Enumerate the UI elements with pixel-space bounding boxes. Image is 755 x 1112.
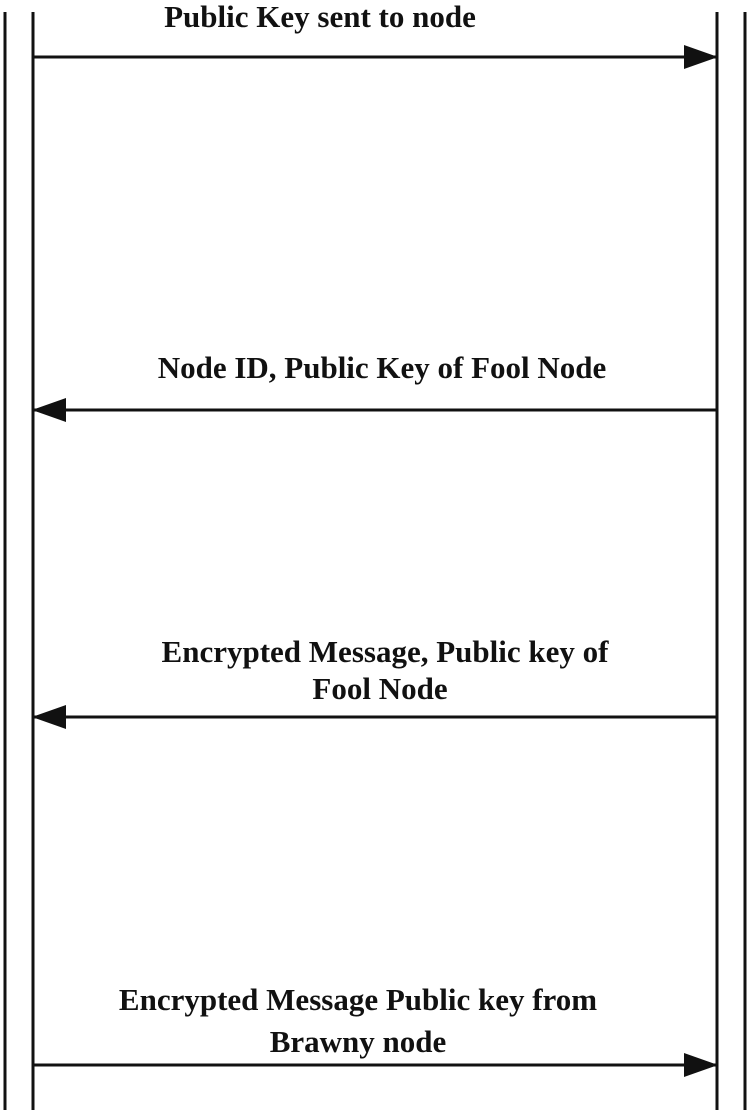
message-2: Node ID, Public Key of Fool Node: [32, 350, 717, 422]
lifeline-right: [715, 12, 747, 1110]
message-4-label-line-2: Brawny node: [270, 1024, 447, 1059]
message-3: Encrypted Message, Public key of Fool No…: [32, 634, 717, 729]
message-3-label-line-2: Fool Node: [312, 671, 447, 706]
message-3-label-line-1: Encrypted Message, Public key of: [162, 634, 610, 669]
lifeline-left: [3, 12, 35, 1110]
message-1: Public Key sent to node: [33, 0, 718, 69]
message-1-label-line-1: Public Key sent to node: [164, 0, 476, 34]
message-4: Encrypted Message Public key from Brawny…: [33, 982, 718, 1077]
message-4-label-line-1: Encrypted Message Public key from: [119, 982, 597, 1017]
message-2-label-line-1: Node ID, Public Key of Fool Node: [158, 350, 607, 385]
